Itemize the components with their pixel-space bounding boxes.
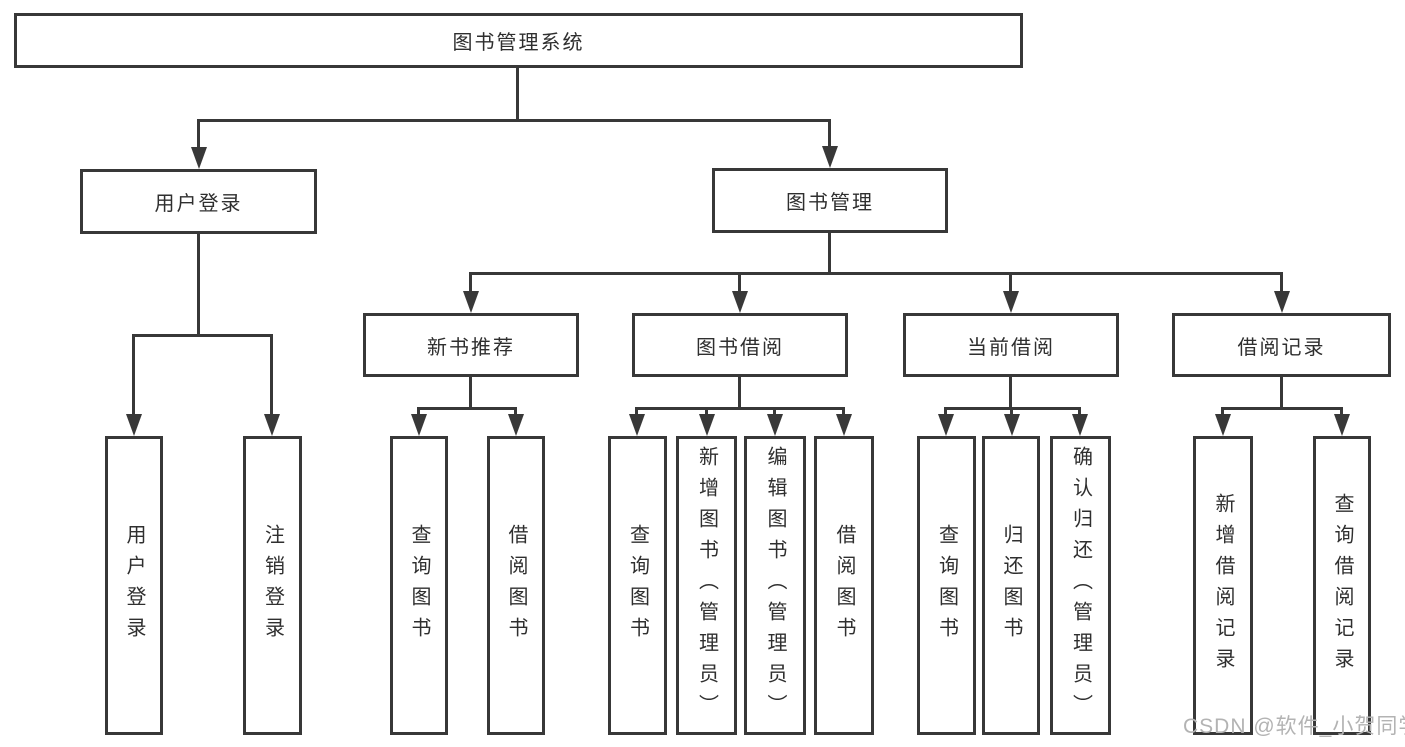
connector-to-leaf-query-record-stem <box>1340 407 1343 417</box>
node-borrow-record: 借阅记录 <box>1172 313 1391 377</box>
connector-to-leaf-return-stem <box>1010 407 1013 417</box>
arrowhead-to-borrow-record <box>1274 291 1290 313</box>
leaf-query-borrow-record-label: 查询借阅记录 <box>1331 492 1353 679</box>
node-new-rec: 新书推荐 <box>363 313 579 377</box>
node-library-system-label: 图书管理系统 <box>452 32 585 54</box>
arrowhead-to-leaf-add-book <box>699 414 715 436</box>
arrowhead-to-leaf-add-record <box>1215 414 1231 436</box>
connector-new-rec-branch <box>417 407 517 410</box>
arrowhead-to-leaf-query2 <box>629 414 645 436</box>
connector-book-borrow-stem <box>738 376 741 410</box>
node-book-mgmt-label: 图书管理 <box>786 192 874 214</box>
arrowhead-to-leaf-login <box>126 414 142 436</box>
connector-to-book-borrow-stem <box>738 272 741 294</box>
node-new-rec-label: 新书推荐 <box>427 336 515 359</box>
connector-to-current-borrow-stem <box>1009 272 1012 294</box>
connector-borrow-record-stem <box>1280 376 1283 410</box>
leaf-user-login: 用户登录 <box>105 436 163 735</box>
leaf-query-books-2-label: 查询图书 <box>626 523 649 648</box>
arrowhead-to-leaf-query-record <box>1334 414 1350 436</box>
connector-to-user-login-stem <box>197 119 200 150</box>
leaf-add-borrow-record-label: 新增借阅记录 <box>1212 492 1234 679</box>
connector-root-stem <box>516 67 519 121</box>
arrowhead-to-leaf-query3 <box>938 414 954 436</box>
connector-to-leaf-add-record-stem <box>1221 407 1224 417</box>
leaf-return-books-label: 归还图书 <box>1000 523 1022 648</box>
node-book-borrow-label: 图书借阅 <box>696 336 784 359</box>
leaf-return-books: 归还图书 <box>982 436 1040 735</box>
node-current-borrow: 当前借阅 <box>903 313 1119 377</box>
arrowhead-to-leaf-logout <box>264 414 280 436</box>
leaf-borrow-books-1: 借阅图书 <box>487 436 545 735</box>
leaf-borrow-books-2: 借阅图书 <box>814 436 874 735</box>
leaf-edit-book-admin: 编辑图书（管理员） <box>744 436 806 735</box>
leaf-borrow-books-1-label: 借阅图书 <box>505 523 527 648</box>
leaf-add-borrow-record: 新增借阅记录 <box>1193 436 1253 735</box>
node-book-mgmt: 图书管理 <box>712 168 948 233</box>
connector-to-borrow-record-stem <box>1280 272 1283 294</box>
connector-to-leaf-login-stem <box>132 334 135 417</box>
leaf-query-books-2: 查询图书 <box>608 436 667 735</box>
leaf-logout-label: 注销登录 <box>261 523 284 648</box>
arrowhead-to-new-rec <box>463 291 479 313</box>
arrowhead-to-leaf-confirm <box>1072 414 1088 436</box>
connector-new-rec-stem <box>469 376 472 410</box>
leaf-add-book-admin-label: 新增图书（管理员） <box>695 446 718 725</box>
leaf-query-books-3-label: 查询图书 <box>935 523 958 648</box>
connector-to-leaf-edit-book-stem <box>773 407 776 417</box>
arrowhead-to-leaf-borrow1 <box>508 414 524 436</box>
arrowhead-to-current-borrow <box>1003 291 1019 313</box>
node-borrow-record-label: 借阅记录 <box>1237 336 1326 359</box>
leaf-logout: 注销登录 <box>243 436 302 735</box>
connector-to-book-mgmt-stem <box>828 119 831 149</box>
arrowhead-to-leaf-query1 <box>411 414 427 436</box>
connector-book-mgmt-stem <box>828 232 831 275</box>
watermark-text: CSDN @软件_小贺同学 <box>1183 715 1405 738</box>
leaf-query-borrow-record: 查询借阅记录 <box>1313 436 1371 735</box>
arrowhead-to-book-mgmt <box>822 146 838 168</box>
connector-to-leaf-borrow2-stem <box>842 407 845 417</box>
connector-book-mgmt-branch <box>469 272 1283 275</box>
leaf-edit-book-admin-label: 编辑图书（管理员） <box>764 446 786 725</box>
node-user-login: 用户登录 <box>80 169 317 234</box>
connector-to-leaf-confirm-stem <box>1078 407 1081 417</box>
node-library-system: 图书管理系统 <box>14 13 1023 68</box>
connector-user-login-stem <box>197 233 200 337</box>
connector-to-new-rec-stem <box>469 272 472 294</box>
connector-root-branch <box>197 119 831 122</box>
leaf-query-books-3: 查询图书 <box>917 436 976 735</box>
leaf-add-book-admin: 新增图书（管理员） <box>676 436 737 735</box>
leaf-query-books-1-label: 查询图书 <box>408 523 430 648</box>
node-current-borrow-label: 当前借阅 <box>967 336 1055 359</box>
connector-to-leaf-borrow1-stem <box>514 407 517 417</box>
arrowhead-to-book-borrow <box>732 291 748 313</box>
arrowhead-to-leaf-borrow2 <box>836 414 852 436</box>
arrowhead-to-leaf-edit-book <box>767 414 783 436</box>
leaf-user-login-label: 用户登录 <box>123 523 145 648</box>
node-user-login-label: 用户登录 <box>154 193 243 215</box>
arrowhead-to-user-login <box>191 147 207 169</box>
leaf-confirm-return-admin: 确认归还（管理员） <box>1050 436 1111 735</box>
leaf-borrow-books-2-label: 借阅图书 <box>833 523 855 648</box>
connector-book-borrow-branch <box>635 407 845 410</box>
connector-to-leaf-query3-stem <box>944 407 947 417</box>
connector-to-leaf-add-book-stem <box>705 407 708 417</box>
connector-user-login-branch <box>132 334 273 337</box>
connector-to-leaf-logout-stem <box>270 334 273 417</box>
connector-to-leaf-query1-stem <box>417 407 420 417</box>
leaf-query-books-1: 查询图书 <box>390 436 448 735</box>
connector-to-leaf-query2-stem <box>635 407 638 417</box>
leaf-confirm-return-admin-label: 确认归还（管理员） <box>1069 446 1092 725</box>
connector-borrow-record-branch <box>1221 407 1343 410</box>
connector-current-borrow-stem <box>1009 376 1012 410</box>
node-book-borrow: 图书借阅 <box>632 313 848 377</box>
arrowhead-to-leaf-return <box>1004 414 1020 436</box>
